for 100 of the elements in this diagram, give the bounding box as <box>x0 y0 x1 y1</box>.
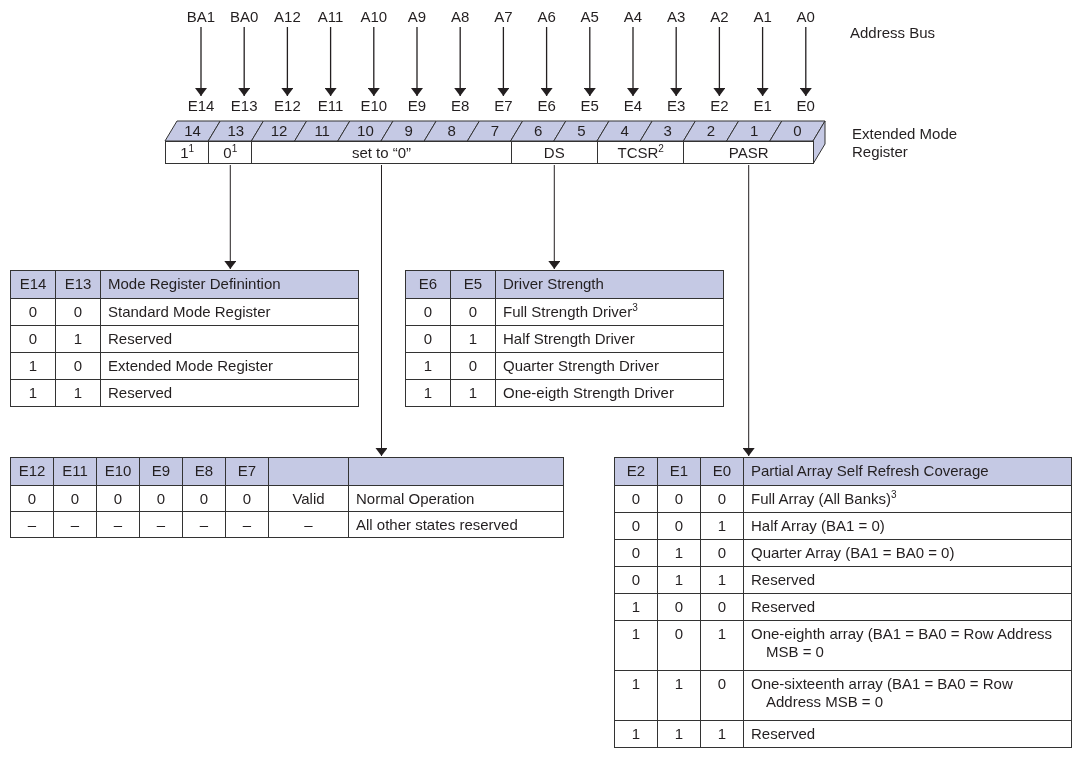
table-cell: 1 <box>658 567 701 594</box>
bit-number: 7 <box>489 122 501 140</box>
table-cell: 0 <box>615 513 658 540</box>
address-pin-label: A6 <box>524 8 569 26</box>
bit-number: 2 <box>705 122 717 140</box>
header-cell: E5 <box>451 271 496 299</box>
table-cell: 0 <box>701 540 744 567</box>
table-cell: Reserved <box>101 326 359 353</box>
address-pin-label: A3 <box>654 8 699 26</box>
table-cell: 0 <box>451 299 496 326</box>
register-bit-label: E2 <box>697 97 742 115</box>
register-bit-label: E9 <box>395 97 439 115</box>
address-pin-label: A5 <box>567 8 612 26</box>
table-cell: 1 <box>406 380 451 407</box>
register-bit-label: E6 <box>524 97 569 115</box>
table-cell: 0 <box>56 299 101 326</box>
register-title: Extended Mode Register <box>852 125 959 161</box>
bit-number: 6 <box>533 122 544 140</box>
table-cell: – <box>183 512 226 538</box>
table-cell: Standard Mode Register <box>101 299 359 326</box>
table-cell: Reserved <box>744 594 1072 621</box>
lookup-table <box>10 457 564 538</box>
table-cell: – <box>269 512 349 538</box>
table-cell: 1 <box>658 540 701 567</box>
bit-number: 14 <box>183 122 202 140</box>
table-cell: Half Strength Driver <box>496 326 724 353</box>
table-cell: 0 <box>615 540 658 567</box>
header-cell: E9 <box>140 458 183 486</box>
address-pin-label: A10 <box>351 8 396 26</box>
table-cell: 1 <box>406 353 451 380</box>
register-bit-label: E12 <box>265 97 310 115</box>
table-cell: 1 <box>701 567 744 594</box>
register-field: TCSR$^{2}$ <box>597 141 685 164</box>
table-cell: Normal Operation <box>349 486 564 512</box>
bit-number: 4 <box>619 122 630 140</box>
arrow <box>756 26 769 97</box>
table-cell: 1 <box>11 380 56 407</box>
table-cell: 1 <box>658 671 701 721</box>
table-cell: – <box>226 512 269 538</box>
bit-number: 13 <box>226 122 246 140</box>
lookup-table <box>10 270 359 407</box>
arrow <box>454 26 467 97</box>
header-cell: E0 <box>701 458 744 486</box>
table-cell: 1 <box>451 326 496 353</box>
table-cell: 1 <box>11 353 56 380</box>
arrow <box>627 26 639 97</box>
header-cell: E11 <box>54 458 97 486</box>
table-cell: 0 <box>183 486 226 512</box>
address-pin-label: A4 <box>611 8 655 26</box>
address-pin-label: A1 <box>740 8 785 26</box>
table-cell: 1 <box>658 721 701 748</box>
arrow <box>583 26 596 97</box>
header-cell: E13 <box>56 271 101 299</box>
address-pin-label: A12 <box>265 8 310 26</box>
table-cell: 1 <box>56 326 101 353</box>
bus-title: Address Bus <box>850 24 936 42</box>
table-cell: Full Strength Driver$^{3}$ <box>496 299 724 326</box>
leader-arrow <box>742 164 755 457</box>
register-field: 0$^{1}$ <box>208 141 253 164</box>
table-cell: 0 <box>56 353 101 380</box>
header-cell: E7 <box>226 458 269 486</box>
table-cell: One-sixteenth array (BA1 = BA0 = Row Address MSB = 0 <box>744 671 1072 721</box>
table-cell: 0 <box>701 671 744 721</box>
table-cell: 1 <box>615 594 658 621</box>
bit-number: 0 <box>792 122 803 140</box>
register-bit-label: E13 <box>222 97 267 115</box>
table-cell: 0 <box>54 486 97 512</box>
table-cell: 0 <box>615 486 658 513</box>
table-cell: Half Array (BA1 = 0) <box>744 513 1072 540</box>
table-cell: 0 <box>658 621 701 671</box>
table-cell: 1 <box>701 513 744 540</box>
table-cell: 1 <box>615 671 658 721</box>
lookup-table <box>405 270 724 407</box>
arrow <box>281 26 294 97</box>
table-cell: 0 <box>97 486 140 512</box>
header-cell: E1 <box>658 458 701 486</box>
register-field: DS <box>510 141 598 164</box>
register-field: set to “0” <box>251 141 512 164</box>
table-cell: 0 <box>11 299 56 326</box>
table-cell: – <box>140 512 183 538</box>
table-cell: – <box>97 512 140 538</box>
bit-number: 8 <box>446 122 457 140</box>
leader-arrow <box>375 164 388 457</box>
table-cell: 0 <box>140 486 183 512</box>
header-cell: E12 <box>11 458 54 486</box>
table-cell: 0 <box>701 486 744 513</box>
register-bit-label: E10 <box>351 97 396 115</box>
bit-number: 12 <box>269 122 289 140</box>
table-cell: 1 <box>615 721 658 748</box>
table-cell: 0 <box>451 353 496 380</box>
table-cell: 1 <box>451 380 496 407</box>
bit-number: 5 <box>576 122 587 140</box>
table-cell: All other states reserved <box>349 512 564 538</box>
table-cell: 0 <box>406 299 451 326</box>
arrow <box>540 26 553 97</box>
table-cell: 1 <box>701 721 744 748</box>
table-cell: One-eigth Strength Driver <box>496 380 724 407</box>
address-pin-label: A2 <box>697 8 742 26</box>
register-bit-label: E14 <box>179 97 223 115</box>
table-cell: – <box>11 512 54 538</box>
